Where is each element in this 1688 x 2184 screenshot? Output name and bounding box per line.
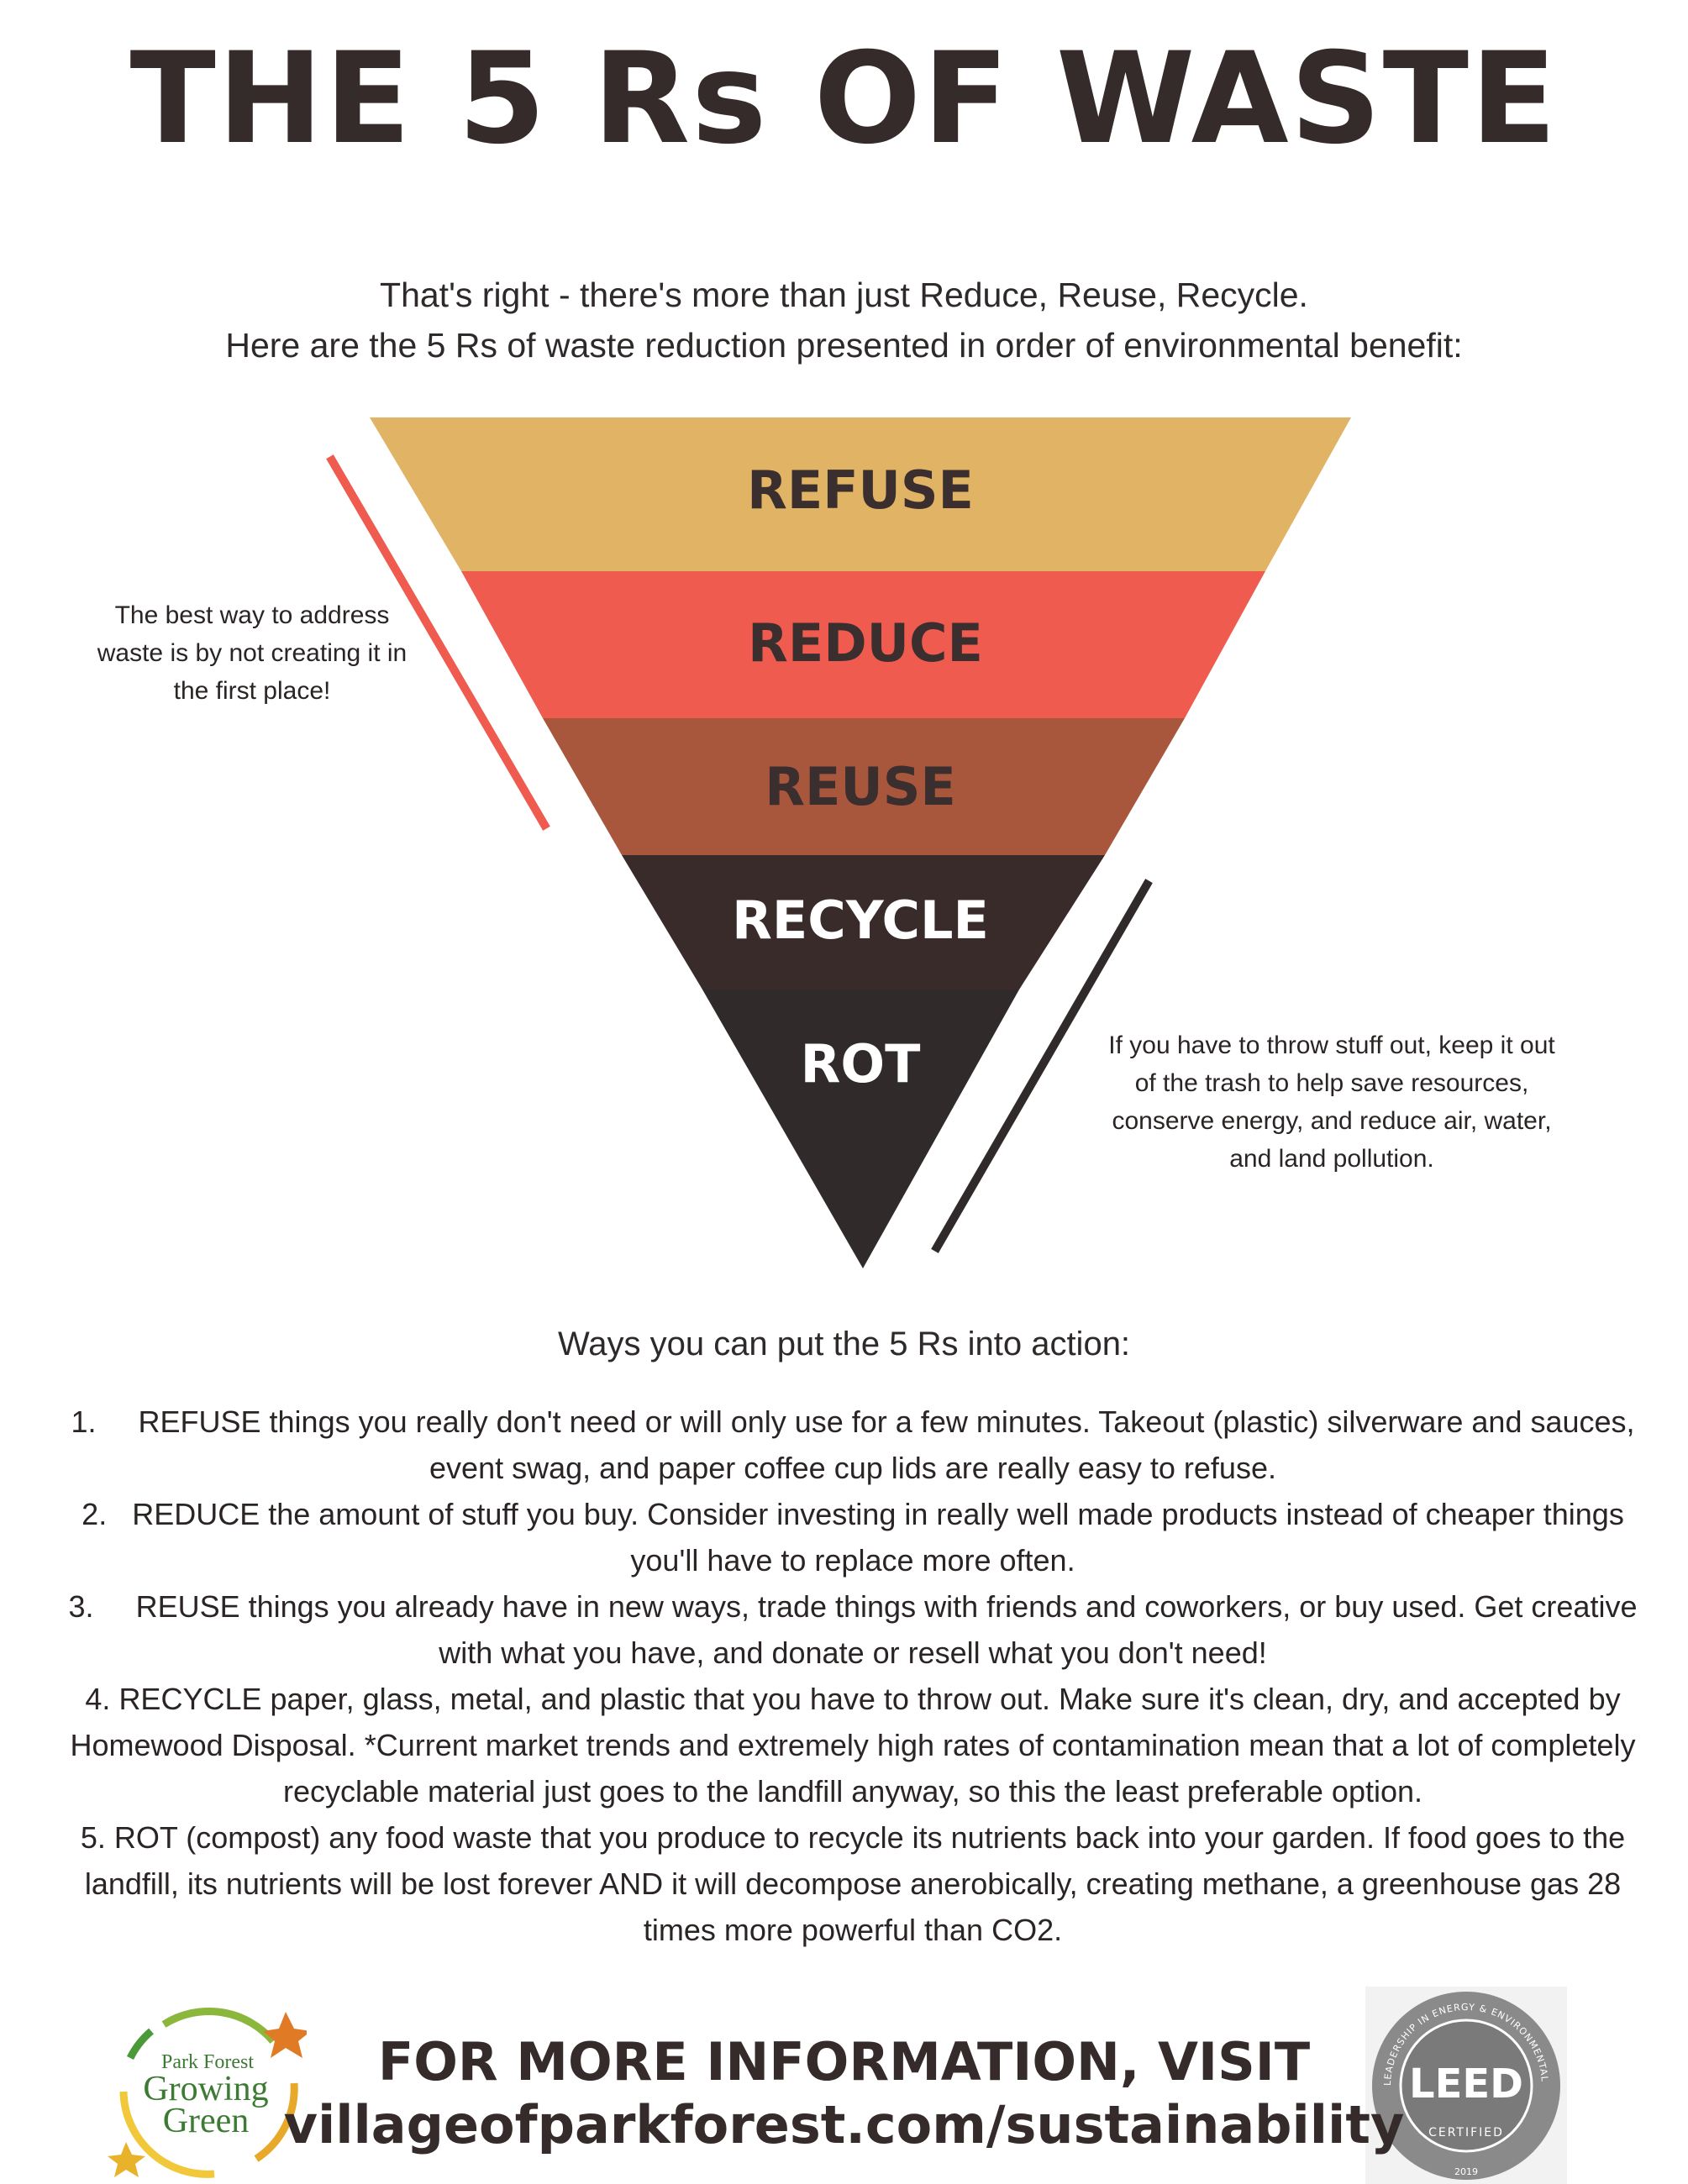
footer-info-heading: FOR MORE INFORMATION, VISIT <box>377 2031 1311 2092</box>
tier-label-reduce: REDUCE <box>748 612 983 674</box>
logo-text-green: Green <box>163 2102 250 2140</box>
list-item-text: REDUCE the amount of stuff you buy. Cons… <box>132 1497 1624 1578</box>
list-item-text: REUSE things you already have in new way… <box>135 1589 1638 1670</box>
intro-line-1: That's right - there's more than just Re… <box>380 276 1308 314</box>
logo-arc-green <box>161 2007 276 2044</box>
pyramid-tier-reduce <box>461 571 1265 718</box>
list-item-number: 1. <box>71 1404 97 1439</box>
seal-year-text: 2019 <box>1454 2166 1478 2177</box>
right-note: If you have to throw stuff out, keep it … <box>1108 1032 1555 1173</box>
list-item: 1. REFUSE things you really don't need o… <box>59 1399 1647 1491</box>
logo-text-growing: Growing <box>143 2070 268 2108</box>
tier-label-refuse: REFUSE <box>747 459 974 521</box>
page-title: THE 5 Rs OF WASTE <box>129 26 1559 172</box>
list-item-number: 3. <box>68 1589 94 1624</box>
left-accent-line <box>326 454 550 831</box>
logo-arc-yellow <box>119 2091 215 2178</box>
list-item-text: REFUSE things you really don't need or w… <box>138 1404 1635 1485</box>
logo-arc-orange <box>254 2082 298 2162</box>
seal-certified-text: CERTIFIED <box>1428 2126 1504 2139</box>
list-item-number: 5. <box>80 1820 106 1855</box>
seal-inner-circle <box>1399 2019 1533 2153</box>
footer-website-link[interactable]: villageofparkforest.com/sustainability <box>283 2094 1405 2155</box>
list-item: 2. REDUCE the amount of stuff you buy. C… <box>59 1491 1647 1583</box>
logo-text-park-forest: Park Forest <box>161 2051 254 2073</box>
pyramid-tier-recycle <box>622 855 1105 990</box>
left-note: The best way to address waste is by not … <box>97 601 408 705</box>
tier-label-rot: ROT <box>801 1033 921 1095</box>
tier-label-reuse: REUSE <box>765 756 955 817</box>
list-item: 4. RECYCLE paper, glass, metal, and plas… <box>59 1676 1647 1814</box>
tier-label-recycle: RECYCLE <box>732 890 989 951</box>
intro-line-2: Here are the 5 Rs of waste reduction pre… <box>225 326 1463 365</box>
pyramid-tier-rot <box>702 990 1019 1268</box>
park-forest-growing-green-logo: Park Forest Growing Green <box>108 2007 307 2178</box>
seal-leed-text: LEED <box>1409 2061 1523 2108</box>
pyramid-tier-reuse <box>543 718 1185 855</box>
pyramid-tier-refuse <box>370 417 1351 571</box>
maple-leaf-icon <box>263 2012 307 2058</box>
ways-heading: Ways you can put the 5 Rs into action: <box>557 1326 1131 1362</box>
list-item-number: 4. <box>85 1682 111 1716</box>
ways-list: 1. REFUSE things you really don't need o… <box>59 1399 1647 1953</box>
right-accent-line <box>931 879 1153 1253</box>
leed-certified-seal: LEADERSHIP IN ENERGY & ENVIRONMENTAL DES… <box>1365 1987 1567 2184</box>
logo-arc-dark-green <box>126 2028 155 2061</box>
list-item-text: ROT (compost) any food waste that you pr… <box>84 1820 1626 1947</box>
list-item-text: RECYCLE paper, glass, metal, and plastic… <box>70 1682 1636 1809</box>
list-item: 3. REUSE things you already have in new … <box>59 1583 1647 1676</box>
list-item-number: 2. <box>82 1497 108 1531</box>
list-item: 5. ROT (compost) any food waste that you… <box>59 1814 1647 1953</box>
maple-leaf-icon <box>108 2142 145 2177</box>
